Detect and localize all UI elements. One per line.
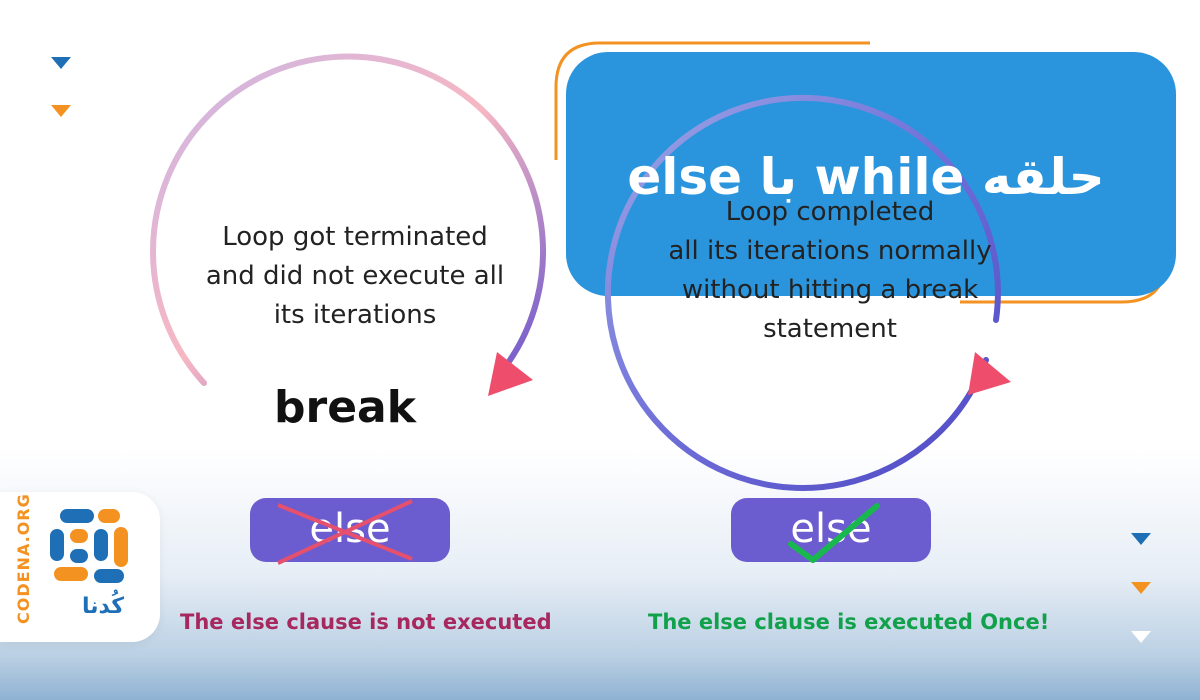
logo-persian-text: کُدنا <box>81 594 125 619</box>
triangle-icon-orange-top <box>51 105 71 117</box>
cross-icon <box>277 499 413 565</box>
else-box-right: else <box>731 498 931 562</box>
left-loop-description: Loop got terminated and did not execute a… <box>190 218 520 335</box>
right-loop-description-line: all its iterations normally <box>668 236 992 266</box>
caption-not-executed: The else clause is not executed <box>180 610 552 634</box>
title-banner <box>566 52 1176 296</box>
right-loop-description-line: Loop completed <box>725 197 935 227</box>
arrow-head-right <box>968 352 1011 395</box>
check-icon <box>788 503 880 563</box>
left-loop-description-line: and did not execute all <box>205 261 505 291</box>
loop-arc-left <box>150 53 546 386</box>
triangle-icon-blue-top <box>51 57 71 69</box>
right-loop-description-line: statement <box>763 314 897 344</box>
logo-side-text: CODENA.ORG <box>14 493 33 624</box>
triangle-icon-blue-bottom <box>1131 533 1151 545</box>
right-loop-description: Loop completed all its iterations normall… <box>650 193 1010 349</box>
left-loop-description-line: its iterations <box>273 300 437 330</box>
triangle-icon-orange-bottom <box>1131 582 1151 594</box>
left-loop-description-line: Loop got terminated <box>222 222 488 252</box>
page-title: حلقه while با else <box>627 148 1105 206</box>
right-loop-description-line: without hitting a break <box>681 275 979 305</box>
arrow-head-left <box>488 352 533 396</box>
caption-executed-once: The else clause is executed Once! <box>648 610 1050 634</box>
codena-logo-icon <box>50 509 128 583</box>
triangle-icon-white-bottom <box>1131 631 1151 643</box>
break-keyword: break <box>274 382 416 433</box>
loop-arc-right <box>604 94 1001 491</box>
